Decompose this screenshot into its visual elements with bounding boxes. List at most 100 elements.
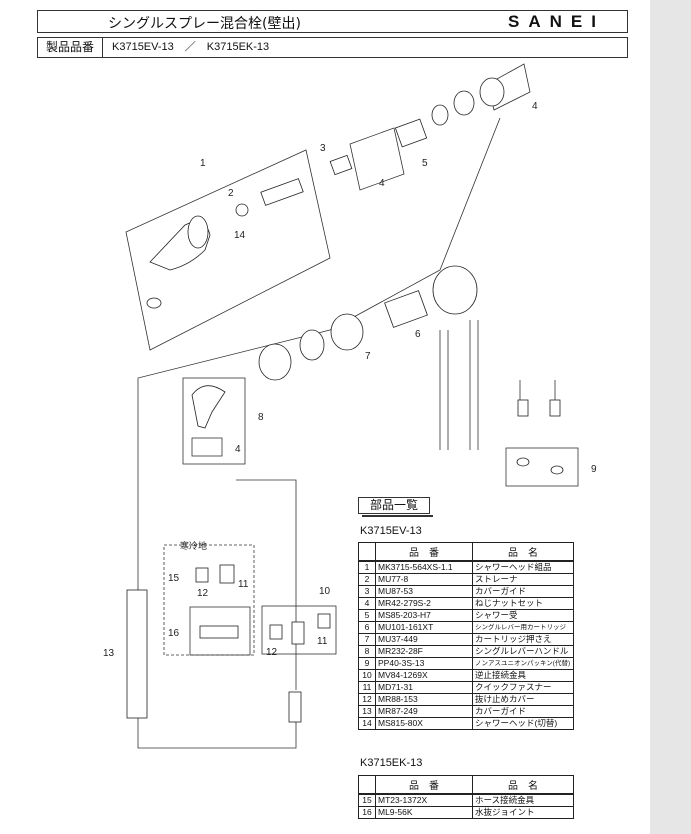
part-name: 逆止接続金具	[472, 669, 574, 682]
item-number: 14	[358, 717, 376, 730]
item-number: 2	[358, 573, 376, 586]
part-name: シャワーヘッド(切替)	[472, 717, 574, 730]
drain-joint-part	[199, 625, 239, 639]
part-name: ストレーナ	[472, 573, 574, 586]
cartridge-part	[384, 290, 428, 328]
col-header-name: 品 名	[472, 542, 574, 562]
screw-box	[191, 437, 223, 457]
shower-receiver-part	[394, 118, 428, 148]
part-name: シャワーヘッド組品	[472, 560, 574, 574]
callout-14: 14	[234, 230, 246, 241]
body-part	[432, 265, 478, 315]
callout-6: 6	[415, 329, 421, 340]
table1-caption: K3715EV-13	[360, 525, 422, 537]
item-number: 3	[358, 585, 376, 598]
screw-group-box	[349, 127, 405, 191]
item-number: 5	[358, 609, 376, 622]
callout-2: 2	[228, 188, 234, 199]
part-number: MU87-53	[375, 585, 473, 598]
part-number: MS85-203-H7	[375, 609, 473, 622]
parts-list-title: 部品一覧	[358, 497, 433, 517]
col-header-part-no: 品 番	[375, 542, 473, 562]
part-number: MR88-153	[375, 693, 473, 706]
lever-handle-part	[191, 385, 226, 429]
shower-head-end	[187, 215, 209, 249]
cover-part-2	[269, 624, 283, 640]
nut-part	[146, 297, 162, 309]
item-number: 10	[358, 669, 376, 682]
part-number: MR42-279S-2	[375, 597, 473, 610]
check-valve-part	[291, 621, 305, 645]
part-number: MK3715-564XS-1.1	[375, 560, 473, 574]
brand-logo: SANEI	[508, 12, 605, 31]
item-number: 6	[358, 621, 376, 634]
washer-part	[431, 104, 449, 126]
col-header-name: 品 名	[472, 775, 574, 795]
part-name: カバーガイド	[472, 585, 574, 598]
part-name: シングルレバー用カートリッジ	[472, 621, 574, 634]
cartridge-holder-part	[330, 313, 364, 351]
cold-region-label: 寒冷地	[180, 540, 207, 551]
callout-13: 13	[103, 648, 115, 659]
part-name: ノンアスユニオンパッキン(代替)	[472, 657, 574, 670]
exploded-parts-diagram: 1 2 14 3 4 5 4 6 7 8 4 9 15 12 11 16 10 …	[103, 63, 597, 749]
part-name: 水抜ジョイント	[472, 806, 574, 819]
item-number: 15	[358, 793, 376, 807]
part-name: クイックファスナー	[472, 681, 574, 694]
item-number: 9	[358, 657, 376, 670]
part-number: MS815-80X	[375, 717, 473, 730]
part-number: MV84-1269X	[375, 669, 473, 682]
callout-11: 11	[238, 579, 249, 590]
item-number: 13	[358, 705, 376, 718]
drain-joint-box	[189, 606, 251, 656]
part-number: ML9-56K	[375, 806, 473, 819]
part-number: MT23-1372X	[375, 793, 473, 807]
packing-box	[505, 447, 579, 487]
table2-caption: K3715EK-13	[360, 757, 423, 769]
callout-16: 16	[168, 628, 180, 639]
callout-4b: 4	[532, 101, 538, 112]
fastener-part-2	[317, 613, 331, 629]
part-number: MU101-161XT	[375, 621, 473, 634]
item-number: 11	[358, 681, 376, 694]
supply-hoses	[439, 320, 556, 450]
cover-part	[195, 567, 209, 583]
col-header	[358, 542, 376, 562]
callout-7: 7	[365, 351, 371, 362]
item-number: 16	[358, 806, 376, 819]
part-name: カバーガイド	[472, 705, 574, 718]
item-number: 7	[358, 633, 376, 646]
callout-5: 5	[422, 158, 428, 169]
callout-3: 3	[320, 143, 326, 154]
flange-part	[453, 90, 475, 116]
strainer-hose-part	[260, 178, 304, 206]
col-header	[358, 775, 376, 795]
product-number-label: 製品品番	[38, 38, 103, 57]
strainer-part	[235, 203, 249, 217]
part-number: PP40-3S-13	[375, 657, 473, 670]
callout-12: 12	[197, 588, 209, 599]
product-title: シングルスプレー混合栓(壁出)	[108, 16, 301, 32]
callout-1: 1	[200, 158, 206, 169]
nut-a-part	[517, 399, 529, 417]
hose-connector-part	[288, 691, 302, 723]
scrollbar-track[interactable]	[650, 0, 691, 834]
part-number: MD71-31	[375, 681, 473, 694]
item-number: 12	[358, 693, 376, 706]
mount-plate-part	[479, 77, 505, 107]
callout-4c: 4	[235, 444, 241, 455]
item-number: 8	[358, 645, 376, 658]
